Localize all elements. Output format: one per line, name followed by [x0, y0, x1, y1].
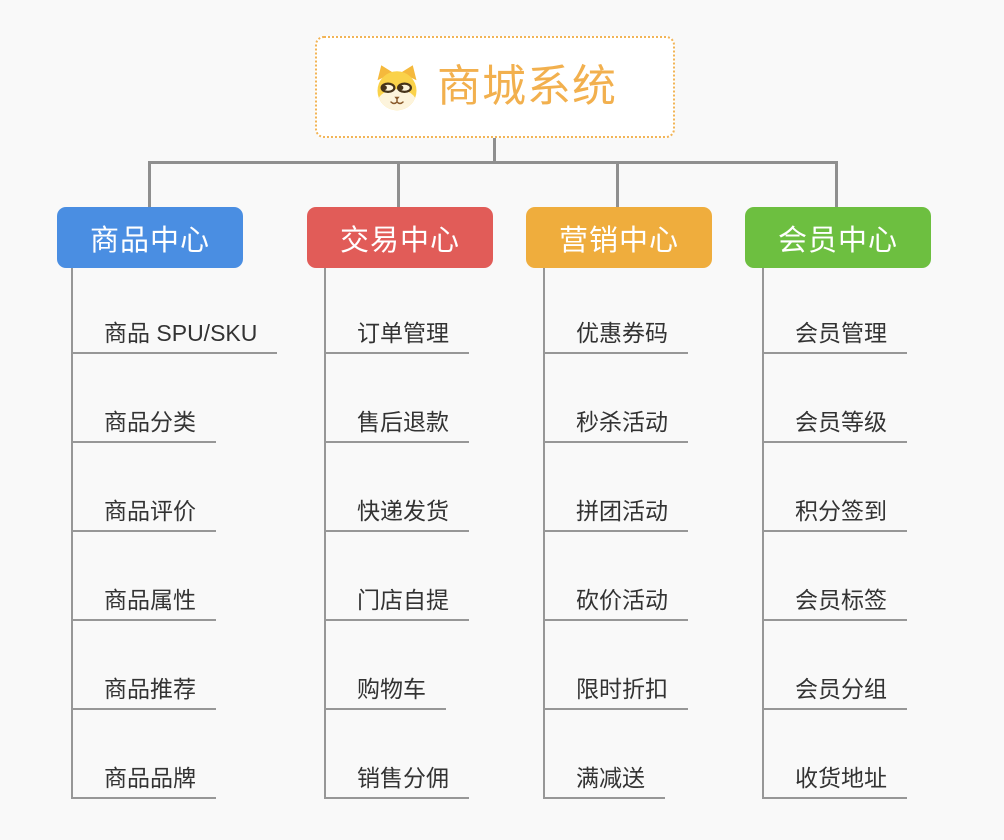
- leaf-item[interactable]: 销售分佣: [325, 762, 469, 799]
- leaf-item[interactable]: 会员等级: [763, 406, 907, 443]
- leaf-item[interactable]: 购物车: [325, 673, 446, 710]
- branch-node-marketing-center[interactable]: 营销中心: [526, 207, 712, 268]
- leaf-item[interactable]: 商品分类: [72, 406, 216, 443]
- leaf-item[interactable]: 收货地址: [763, 762, 907, 799]
- leaf-item[interactable]: 快递发货: [325, 495, 469, 532]
- connector-drop: [616, 161, 619, 209]
- dog-face-icon: [373, 63, 421, 111]
- leaf-item[interactable]: 门店自提: [325, 584, 469, 621]
- connector-horizontal: [149, 161, 838, 164]
- root-title: 商城系统: [437, 62, 617, 111]
- leaf-item[interactable]: 会员分组: [763, 673, 907, 710]
- root-node[interactable]: 商城系统: [315, 36, 675, 138]
- connector-drop: [397, 161, 400, 209]
- leaf-item[interactable]: 商品推荐: [72, 673, 216, 710]
- connector-root-stem: [493, 138, 496, 164]
- leaf-item[interactable]: 优惠券码: [544, 317, 688, 354]
- leaf-item[interactable]: 商品 SPU/SKU: [72, 317, 278, 354]
- leaf-item[interactable]: 拼团活动: [544, 495, 688, 532]
- leaf-item[interactable]: 商品属性: [72, 584, 216, 621]
- leaf-item[interactable]: 商品评价: [72, 495, 216, 532]
- branch-node-product-center[interactable]: 商品中心: [57, 207, 243, 268]
- leaf-item[interactable]: 会员标签: [763, 584, 907, 621]
- branch-trunk-line: [543, 268, 545, 799]
- branch-node-trade-center[interactable]: 交易中心: [307, 207, 493, 268]
- branch-trunk-line: [71, 268, 73, 799]
- leaf-item[interactable]: 售后退款: [325, 406, 469, 443]
- leaf-item[interactable]: 商品品牌: [72, 762, 216, 799]
- leaf-item[interactable]: 砍价活动: [544, 584, 688, 621]
- leaf-item[interactable]: 会员管理: [763, 317, 907, 354]
- leaf-item[interactable]: 积分签到: [763, 495, 907, 532]
- leaf-item[interactable]: 秒杀活动: [544, 406, 688, 443]
- leaf-item[interactable]: 满减送: [544, 762, 665, 799]
- leaf-item[interactable]: 限时折扣: [544, 673, 688, 710]
- leaf-item[interactable]: 订单管理: [325, 317, 469, 354]
- connector-drop: [148, 161, 151, 209]
- branch-trunk-line: [324, 268, 326, 799]
- branch-node-member-center[interactable]: 会员中心: [745, 207, 931, 268]
- branch-trunk-line: [762, 268, 764, 799]
- connector-drop: [835, 161, 838, 209]
